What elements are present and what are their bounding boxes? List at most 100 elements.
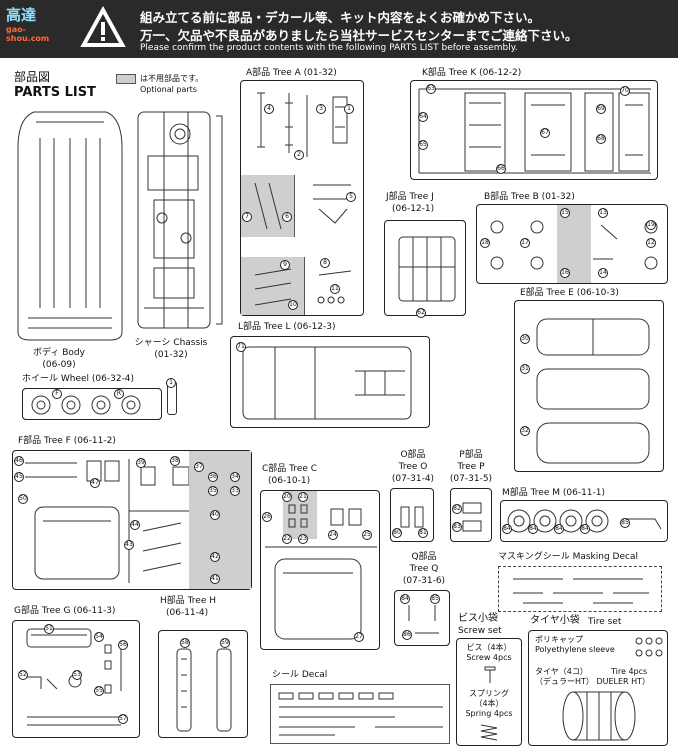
tree-c-label: C部品 Tree C (262, 464, 318, 474)
poly-cap-icon (635, 637, 663, 657)
screw-bag-title-en: Screw set (458, 626, 502, 636)
tree-l-part-71: 71 (236, 342, 246, 352)
tree-f-part-43: 43 (124, 540, 134, 550)
tree-f-part-44: 44 (130, 520, 140, 530)
poly-cap-label-jp: ポリキャップ (535, 635, 583, 644)
tire-set: ポリキャップ Polyethylene sleeve タイヤ（4コ） Tire … (528, 630, 668, 746)
wheel-label-f: F (52, 389, 62, 399)
wheel-label-r: R (114, 389, 124, 399)
warning-header: 高達 gao-shou.com 組み立てる前に部品・デカール等、キット内容をよく… (0, 0, 678, 58)
wheel-label: ホイール Wheel (06-32-4) (22, 374, 135, 384)
masking-decal-label: マスキングシール Masking Decal (498, 552, 638, 562)
chassis-code: (01-32) (154, 350, 188, 360)
tree-g-part-52: 52 (18, 670, 28, 680)
tree-e-part-31: 31 (520, 364, 530, 374)
chassis-label: シャーシ Chassis (134, 338, 208, 348)
tree-g-label: G部品 Tree G (06-11-3) (14, 606, 116, 616)
tree-l-parts (242, 346, 412, 420)
tree-a-mid-parts (254, 182, 351, 230)
tree-o-parts (400, 506, 424, 528)
tree-f-part-34: 34 (230, 472, 240, 482)
tree-p (450, 488, 492, 542)
spring-label-jp-2: （4本） (474, 699, 504, 708)
tree-e (514, 300, 664, 472)
spring-label-jp-1: スプリング (469, 689, 509, 698)
tree-m-part-85: 85 (620, 518, 630, 528)
tree-h-label: H部品 Tree H (160, 596, 217, 606)
warning-jp-line-1: 組み立てる前に部品・デカール等、キット内容をよくお確かめ下さい。 (140, 10, 541, 25)
tire-icon (562, 691, 636, 741)
tree-p-part-83: 83 (452, 522, 462, 532)
tree-q-part-85: 85 (430, 594, 440, 604)
tree-h-parts (176, 648, 232, 732)
optional-parts-legend-en: Optional parts (140, 85, 197, 94)
tree-f-part-46: 46 (14, 456, 24, 466)
logo-text: 高達 (6, 6, 37, 24)
tree-j (384, 220, 466, 316)
tree-k-parts (418, 88, 651, 174)
tree-m-part-84-2: 84 (528, 524, 538, 534)
tire-set-title-en: Tire set (588, 617, 622, 627)
tree-c-part-20: 20 (282, 492, 292, 502)
tree-e-part-30: 30 (520, 334, 530, 344)
tree-q-part-84: 84 (400, 594, 410, 604)
tree-c-part-22: 22 (282, 534, 292, 544)
decal-sheet (270, 684, 450, 744)
tree-k-part-67: 67 (540, 128, 550, 138)
tree-c-part-24: 24 (328, 530, 338, 540)
warning-jp-line-2: 万一、欠品や不良品がありましたら当社サービスセンターまでご連絡下さい。 (140, 28, 578, 43)
wheel-part-1: 1 (166, 378, 176, 388)
tree-f-part-38: 38 (170, 456, 180, 466)
tree-f-part-36: 36 (208, 472, 218, 482)
tire-set-title-jp: タイヤ小袋 (530, 615, 580, 626)
tree-j-label: J部品 Tree J (386, 192, 434, 202)
tree-c-code: (06-10-1) (268, 476, 311, 486)
tree-b-part-17: 17 (520, 238, 530, 248)
screw-label-en: Screw 4pcs (466, 653, 512, 662)
tree-k-part-64: 64 (418, 112, 428, 122)
body-code: (06-09) (42, 360, 76, 370)
tree-a-optional-1 (241, 175, 295, 237)
tree-k-part-65: 65 (418, 140, 428, 150)
tree-a-part-7: 7 (242, 212, 252, 222)
decal-items (278, 692, 443, 736)
tree-g-part-56: 56 (118, 640, 128, 650)
tree-c-parts (265, 504, 377, 640)
tree-f-part-47: 47 (90, 478, 100, 488)
tree-k-part-69: 69 (596, 104, 606, 114)
tree-a-label: A部品 Tree A (01-32) (246, 68, 337, 78)
tree-a-part-9: 9 (280, 260, 290, 270)
tree-a-part-6: 6 (282, 212, 292, 222)
tree-k-part-70: 70 (620, 86, 630, 96)
masking-decal-sheet (498, 566, 662, 612)
spring-label-en: Spring 4pcs (465, 709, 513, 718)
tree-m-parts (507, 509, 662, 533)
tree-c-part-23: 23 (298, 534, 308, 544)
tree-c-part-26: 26 (262, 512, 272, 522)
tree-f-part-50: 50 (18, 494, 28, 504)
tree-e-label: E部品 Tree E (06-10-3) (520, 288, 619, 298)
tree-a-top-parts (257, 92, 348, 157)
tree-p-label-1: P部品 (459, 450, 483, 460)
tree-o-part-80: 80 (392, 528, 402, 538)
tree-p-label-2: Tree P (457, 462, 485, 472)
tree-m (500, 500, 668, 542)
tree-a (240, 80, 364, 316)
screw-bag: ビス（4本） Screw 4pcs スプリング （4本） Spring 4pcs (456, 638, 522, 746)
wheel-tree (22, 381, 177, 420)
warning-en-line: Please confirm the product contents with… (140, 43, 518, 53)
tree-b-parts (490, 220, 658, 270)
screw-icon (484, 666, 496, 683)
tree-m-label: M部品 Tree M (06-11-1) (502, 488, 606, 498)
tree-f-label: F部品 Tree F (06-11-2) (18, 436, 116, 446)
tree-b-part-18: 18 (480, 238, 490, 248)
tree-f-part-41: 41 (210, 574, 220, 584)
tree-f-part-45: 45 (14, 472, 24, 482)
tree-c-part-27: 27 (354, 632, 364, 642)
tree-p-parts (462, 502, 482, 532)
chassis-part (137, 111, 223, 329)
tree-l-label: L部品 Tree L (06-12-3) (238, 322, 336, 332)
optional-parts-swatch (116, 74, 136, 84)
tree-c (260, 490, 380, 650)
tree-j-code: (06-12-1) (392, 204, 435, 214)
